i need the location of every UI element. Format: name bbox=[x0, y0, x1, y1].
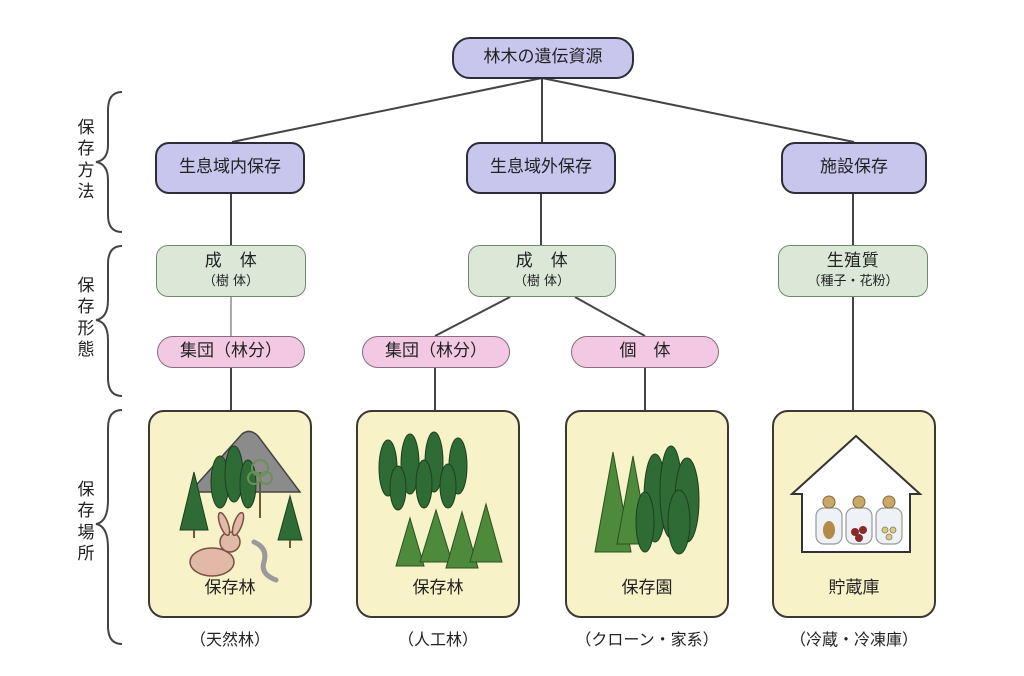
place-caption: （クローン・家系） bbox=[575, 630, 719, 649]
method-label: 施設保存 bbox=[820, 157, 888, 178]
place-panel-storage: 貯蔵庫 bbox=[772, 410, 936, 618]
group-label: 個 体 bbox=[619, 341, 671, 362]
form-main-label: 成 体 bbox=[515, 251, 569, 272]
method-node-ex-situ: 生息域外保存 bbox=[466, 142, 616, 194]
place-caption: （冷蔵・冷凍庫） bbox=[789, 630, 918, 649]
place-panel-planted-forest: 保存林 bbox=[356, 410, 520, 618]
planted-forest-illustration bbox=[378, 431, 503, 569]
method-node-in-situ: 生息域内保存 bbox=[155, 142, 305, 194]
place-caption: （人工林） bbox=[397, 630, 478, 649]
place-panel-clone-orchard: 保存園 bbox=[565, 410, 729, 618]
natural-forest-illustration bbox=[179, 430, 303, 583]
place-label: 保存園 bbox=[621, 578, 673, 598]
place-label: 保存林 bbox=[204, 578, 256, 598]
root-label: 林木の遺伝資源 bbox=[483, 47, 603, 68]
place-panel-natural-forest: 保存林 bbox=[148, 410, 312, 618]
root-node: 林木の遺伝資源 bbox=[452, 37, 634, 79]
place-label: 保存林 bbox=[412, 578, 464, 598]
form-sub-label: （種子・花粉） bbox=[807, 273, 899, 289]
form-node-adult-1: 成 体 （樹 体） bbox=[156, 245, 306, 297]
storage-house-illustration bbox=[789, 434, 923, 553]
method-label: 生息域外保存 bbox=[490, 157, 592, 178]
form-node-germplasm: 生殖質 （種子・花粉） bbox=[778, 245, 928, 297]
form-node-adult-2: 成 体 （樹 体） bbox=[468, 245, 616, 297]
group-node-individual: 個 体 bbox=[571, 336, 719, 368]
group-label: 集団（林分） bbox=[180, 341, 282, 362]
side-label-method: 保存方法 bbox=[77, 118, 95, 202]
side-label-place: 保存場所 bbox=[77, 480, 95, 564]
form-sub-label: （樹 体） bbox=[202, 273, 260, 289]
place-label: 貯蔵庫 bbox=[828, 578, 880, 598]
method-node-facility: 施設保存 bbox=[781, 142, 927, 194]
form-sub-label: （樹 体） bbox=[513, 273, 571, 289]
place-caption: （天然林） bbox=[189, 630, 270, 649]
clone-orchard-illustration bbox=[594, 445, 700, 555]
form-main-label: 生殖質 bbox=[826, 251, 880, 272]
group-node-stand-1: 集団（林分） bbox=[157, 336, 305, 368]
group-node-stand-2: 集団（林分） bbox=[362, 336, 510, 368]
method-label: 生息域内保存 bbox=[179, 157, 281, 178]
form-main-label: 成 体 bbox=[204, 251, 258, 272]
side-label-form: 保存形態 bbox=[77, 276, 95, 360]
group-label: 集団（林分） bbox=[385, 341, 487, 362]
